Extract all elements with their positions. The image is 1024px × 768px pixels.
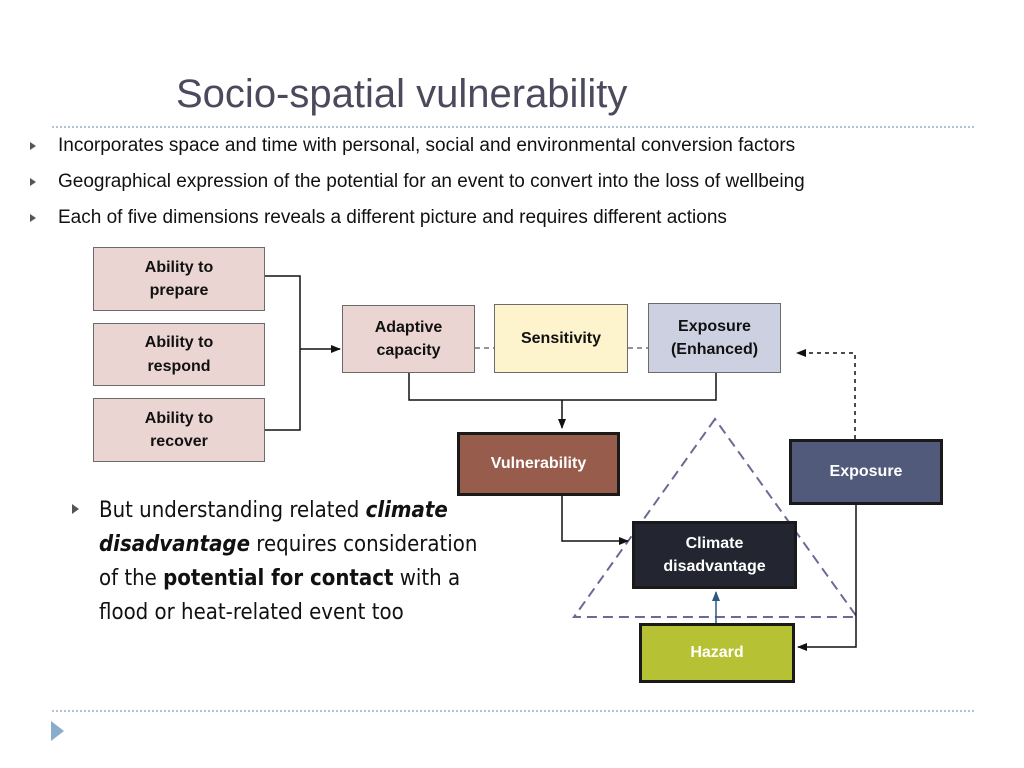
sub-text-emphasis-contact: potential for contact (163, 566, 394, 591)
bullet-1-text: Incorporates space and time with persona… (58, 135, 796, 156)
sub-text-emphasis-climate: climate disadvantage (99, 498, 448, 557)
bullet-arrow-icon (30, 178, 36, 186)
corner-triangle-icon (51, 721, 64, 741)
sub-text-part1: But understanding related (99, 498, 366, 523)
bullet-arrow-icon (72, 504, 79, 514)
ability-prepare-box: Ability to prepare (93, 247, 265, 311)
sub-text-part5: with a flood or heat-related event too (99, 566, 461, 625)
bullet-1: Incorporates space and time with persona… (30, 135, 795, 157)
sub-bullet: But understanding related climate disadv… (72, 494, 479, 630)
bullet-3-text: Each of five dimensions reveals a differ… (58, 207, 727, 228)
climate-disadvantage-box: Climate disadvantage (632, 521, 797, 589)
sub-bullet-text: But understanding related climate disadv… (99, 494, 479, 630)
ability-recover-box: Ability to recover (93, 398, 265, 462)
exposure-to-hazard-arrow (797, 505, 857, 651)
exposure-to-enhanced-arrow (796, 349, 856, 439)
bullet-arrow-icon (30, 142, 36, 150)
bullet-2-text: Geographical expression of the potential… (58, 171, 805, 192)
merge-line (408, 373, 717, 401)
footer-divider (52, 710, 974, 712)
ability-respond-box: Ability to respond (93, 323, 265, 386)
sub-text-part3: requires consideration of the (99, 532, 478, 591)
exposure-enhanced-box: Exposure (Enhanced) (648, 303, 781, 373)
title-divider (52, 126, 974, 128)
vulnerability-to-climate-arrow (561, 496, 629, 545)
bullet-3: Each of five dimensions reveals a differ… (30, 207, 727, 229)
adaptive-capacity-box: Adaptive capacity (342, 305, 475, 373)
hazard-box: Hazard (639, 623, 795, 683)
sensitivity-box: Sensitivity (494, 304, 628, 373)
bullet-2: Geographical expression of the potential… (30, 171, 805, 193)
bullet-arrow-icon (30, 214, 36, 222)
abilities-bracket (265, 275, 301, 431)
exposure-box: Exposure (789, 439, 943, 505)
slide-title: Socio-spatial vulnerability (176, 72, 628, 116)
vulnerability-box: Vulnerability (457, 432, 620, 496)
